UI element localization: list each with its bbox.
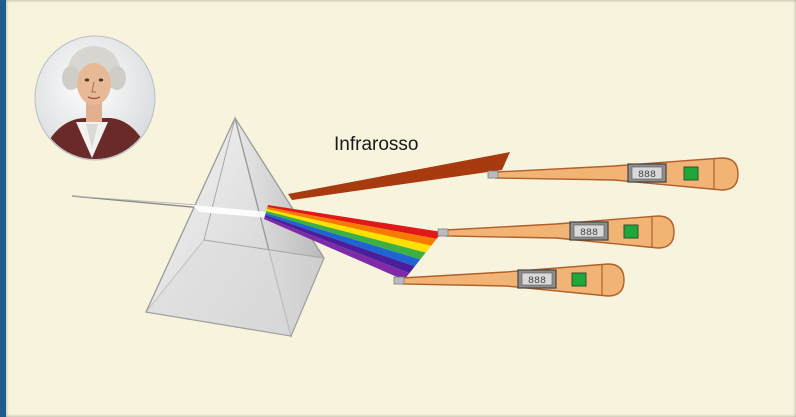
slide: 888 888 888 Infrarosso xyxy=(6,0,796,417)
svg-text:888: 888 xyxy=(580,228,598,239)
diagram: 888 888 888 xyxy=(6,0,796,417)
portrait-icon xyxy=(35,36,156,170)
thermometer-icon: 888 xyxy=(394,264,624,296)
svg-text:888: 888 xyxy=(638,170,656,181)
thermometer-icon: 888 xyxy=(488,158,738,190)
svg-text:888: 888 xyxy=(528,276,546,287)
infrared-label: Infrarosso xyxy=(334,134,418,156)
thermometer-icon: 888 xyxy=(438,216,674,248)
infrared-beam xyxy=(288,152,510,200)
